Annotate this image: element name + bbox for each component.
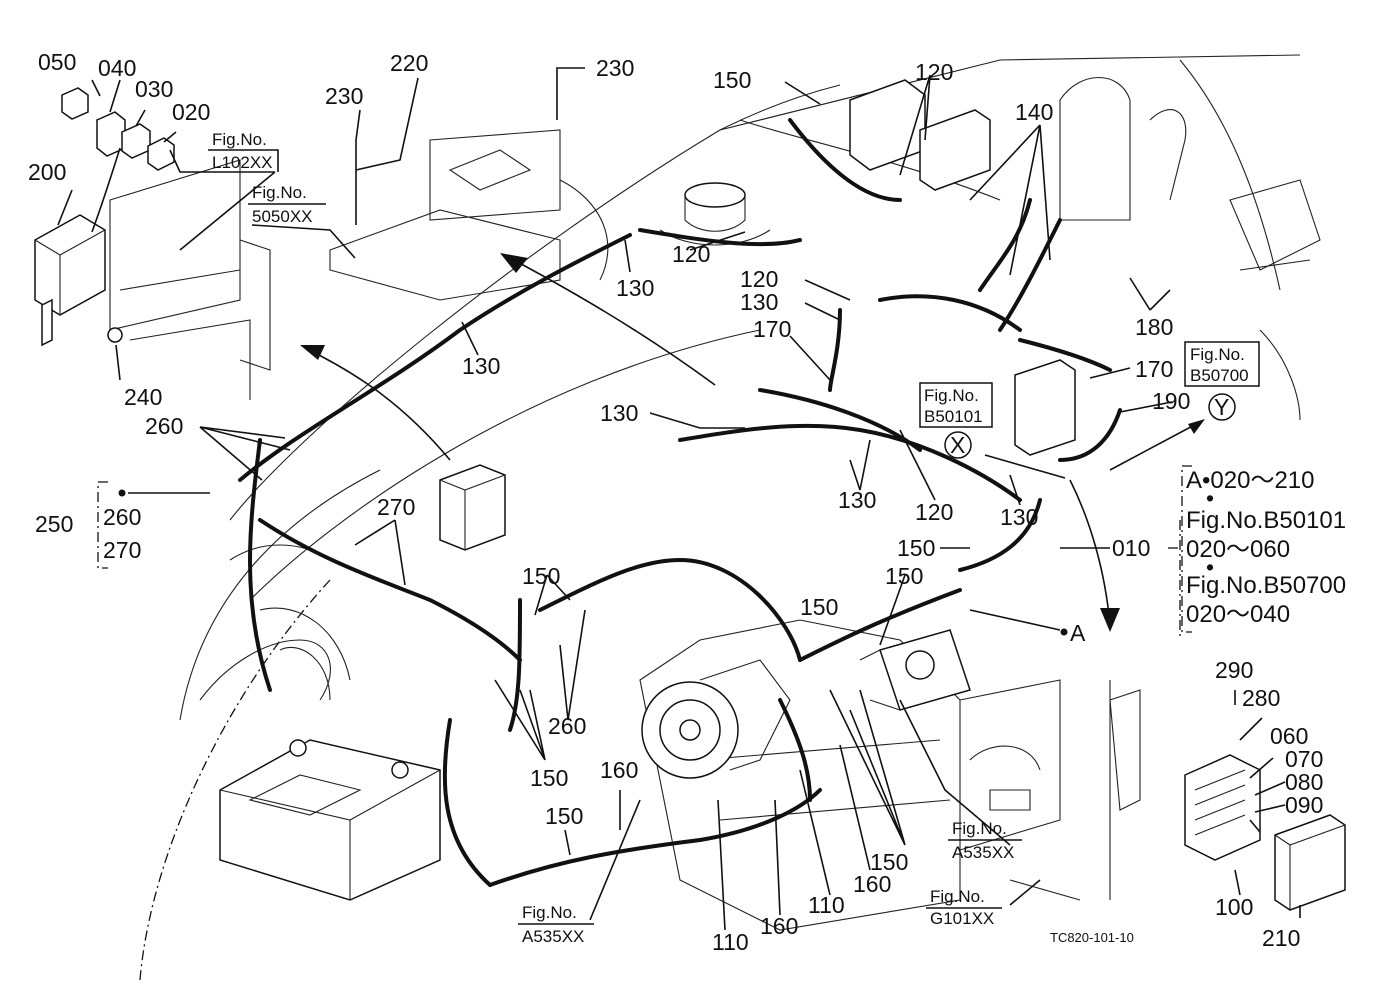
fig-ref-title: Fig.No.	[952, 819, 1007, 838]
fig-ref-a535xx-bottom: Fig.No. A535XX	[518, 903, 594, 946]
callout-120d: 120	[915, 499, 953, 525]
callout-210: 210	[1262, 925, 1300, 951]
callout-100: 100	[1215, 894, 1253, 920]
callout-120c: 120	[740, 266, 778, 292]
callout-150f: 150	[530, 765, 568, 791]
fig-ref-code: 5050XX	[252, 207, 313, 226]
braces	[97, 465, 1192, 633]
callout-270a: 270	[103, 537, 141, 563]
svg-text:Y: Y	[1214, 394, 1229, 420]
fig-ref-g101xx: Fig.No. G101XX	[926, 887, 1002, 928]
callout-120b: 120	[672, 241, 710, 267]
callout-290: 290	[1215, 657, 1253, 683]
part-callouts: 050 040 030 020 200 240 260 250 260 270 …	[28, 49, 1323, 955]
fig-ref-code: G101XX	[930, 909, 994, 928]
fig-ref-l102xx: Fig.No. L102XX	[208, 130, 279, 172]
callout-150c: 150	[885, 563, 923, 589]
callout-260b: 260	[103, 504, 141, 530]
callout-150h: 150	[800, 594, 838, 620]
callout-030: 030	[135, 76, 173, 102]
fig-ref-code: B50101	[924, 407, 983, 426]
fig-ref-5050xx: Fig.No. 5050XX	[248, 183, 326, 226]
callout-080: 080	[1285, 769, 1323, 795]
callout-160c: 160	[853, 871, 891, 897]
callout-150d: 150	[522, 563, 560, 589]
callout-090: 090	[1285, 792, 1323, 818]
dot-250	[118, 489, 126, 497]
callout-270b: 270	[377, 494, 415, 520]
legend-dot-2: •	[1206, 554, 1214, 580]
callout-150a: 150	[713, 67, 751, 93]
callout-260c: 260	[548, 713, 586, 739]
direction-arrows	[91, 147, 1205, 632]
fig-ref-title: Fig.No.	[522, 903, 577, 922]
ref-mark-a: A	[1060, 620, 1086, 646]
legend-line-5: 020～040	[1186, 601, 1290, 628]
callout-260a: 260	[145, 413, 183, 439]
callout-130c: 130	[740, 289, 778, 315]
callout-110b: 110	[808, 892, 845, 918]
callout-120a: 120	[915, 59, 953, 85]
leader-lines	[57, 67, 1301, 931]
callout-130f: 130	[1000, 504, 1038, 530]
legend-block: A•020～210 • Fig.No.B50101 020～060 • Fig.…	[1186, 467, 1346, 628]
ref-mark-x: X	[944, 431, 972, 459]
fig-ref-code: A535XX	[522, 927, 584, 946]
drawing-id: TC820-101-10	[1050, 930, 1134, 945]
callout-150b: 150	[897, 535, 935, 561]
callout-160a: 160	[600, 757, 638, 783]
callout-040: 040	[98, 55, 136, 81]
fig-ref-b50700: Fig.No. B50700	[1184, 341, 1260, 387]
callout-050: 050	[38, 49, 76, 75]
callout-020: 020	[172, 99, 210, 125]
legend-line-4: Fig.No.B50700	[1186, 572, 1346, 599]
callout-010: 010	[1112, 535, 1150, 561]
callout-280: 280	[1242, 685, 1280, 711]
callout-130a: 130	[616, 275, 654, 301]
callout-220: 220	[390, 50, 428, 76]
callout-230a: 230	[325, 83, 363, 109]
callout-180: 180	[1135, 314, 1173, 340]
legend-dot-1: •	[1206, 485, 1214, 511]
tractor-body-outline	[34, 54, 1346, 981]
fig-ref-title: Fig.No.	[1190, 345, 1245, 364]
fig-ref-code: B50700	[1190, 366, 1249, 385]
legend-line-2: Fig.No.B50101	[1186, 507, 1346, 534]
callout-170b: 170	[1135, 356, 1173, 382]
fig-ref-title: Fig.No.	[212, 130, 267, 149]
callout-060: 060	[1270, 723, 1308, 749]
fig-ref-a535xx-right: Fig.No. A535XX	[948, 819, 1022, 862]
ref-mark-y: Y	[1208, 393, 1236, 421]
fig-ref-title: Fig.No.	[252, 183, 307, 202]
callout-070: 070	[1285, 746, 1323, 772]
callout-130d: 130	[600, 400, 638, 426]
svg-text:A: A	[1070, 620, 1086, 646]
wire-harness	[238, 118, 1122, 887]
callout-240: 240	[124, 384, 162, 410]
callout-110a: 110	[712, 929, 749, 955]
fig-ref-title: Fig.No.	[930, 887, 985, 906]
callout-140: 140	[1015, 99, 1053, 125]
callout-190: 190	[1152, 388, 1190, 414]
callout-250: 250	[35, 511, 73, 537]
callout-170a: 170	[753, 316, 791, 342]
callout-160b: 160	[760, 913, 798, 939]
svg-text:X: X	[950, 432, 965, 458]
callout-150g: 150	[545, 803, 583, 829]
legend-line-1: A•020～210	[1186, 467, 1315, 494]
callout-130e: 130	[838, 487, 876, 513]
fig-ref-code: A535XX	[952, 843, 1014, 862]
callout-230b: 230	[596, 55, 634, 81]
legend-line-3: 020～060	[1186, 536, 1290, 563]
fig-ref-b50101: Fig.No. B50101	[919, 382, 993, 428]
callout-150e: 150	[870, 849, 908, 875]
callout-130b: 130	[462, 353, 500, 379]
fig-ref-code: L102XX	[212, 153, 273, 172]
callout-200: 200	[28, 159, 66, 185]
fig-ref-title: Fig.No.	[924, 386, 979, 405]
